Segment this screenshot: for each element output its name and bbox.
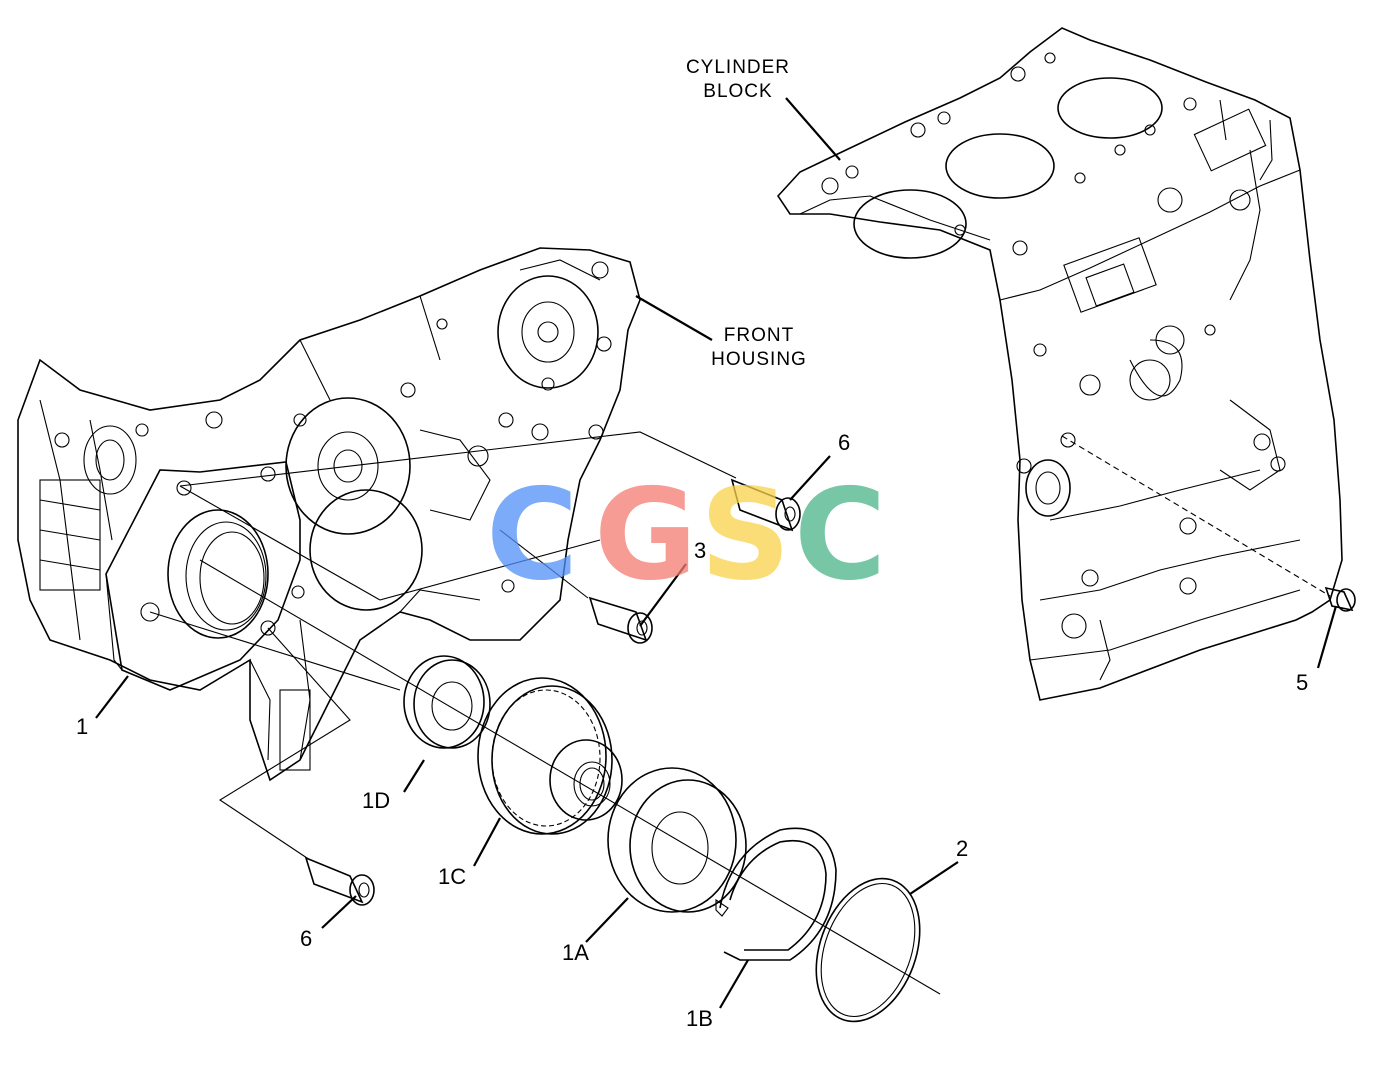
bolt-6-top (730, 478, 801, 532)
callout-1b: 1B (686, 1006, 713, 1031)
bearing-1a (607, 767, 747, 913)
cylinder-block-label-line1: CYLINDER (685, 57, 791, 78)
watermark-letter-s: S (700, 478, 791, 590)
plug-5 (1324, 586, 1356, 612)
cgsc-watermark-logo: C G S C (486, 478, 886, 590)
callout-1a: 1A (562, 940, 589, 965)
callout-1d: 1D (362, 788, 391, 813)
cylinder-block (776, 27, 1343, 701)
cylinder-block-label: CYLINDER BLOCK (678, 56, 798, 104)
callout-2: 2 (956, 836, 969, 861)
callout-1c: 1C (438, 864, 467, 889)
callout-5: 5 (1296, 670, 1309, 695)
callout-1: 1 (76, 714, 89, 739)
assembly-lines (149, 431, 1331, 995)
front-housing (17, 247, 641, 782)
watermark-letter-c2: C (794, 478, 886, 590)
idler-gear-1c (477, 677, 623, 835)
front-housing-label-line1: FRONT (723, 325, 795, 346)
retaining-ring-1b (715, 827, 837, 961)
callout-6-top: 6 (838, 430, 851, 455)
o-ring-2 (815, 877, 921, 1023)
front-housing-label-line2: HOUSING (711, 349, 807, 370)
thrust-washer-1d (403, 655, 491, 749)
callout-3: 3 (694, 538, 707, 563)
leader-lines (95, 97, 1338, 1009)
watermark-letter-g: G (594, 478, 697, 590)
front-housing-label: FRONT HOUSING (700, 324, 818, 372)
bolt-6-bottom (304, 856, 375, 906)
cylinder-block-label-line2: BLOCK (703, 81, 773, 102)
bolt-3 (588, 596, 653, 644)
callout-6-bottom: 6 (300, 926, 313, 951)
watermark-letter-c1: C (486, 478, 578, 590)
